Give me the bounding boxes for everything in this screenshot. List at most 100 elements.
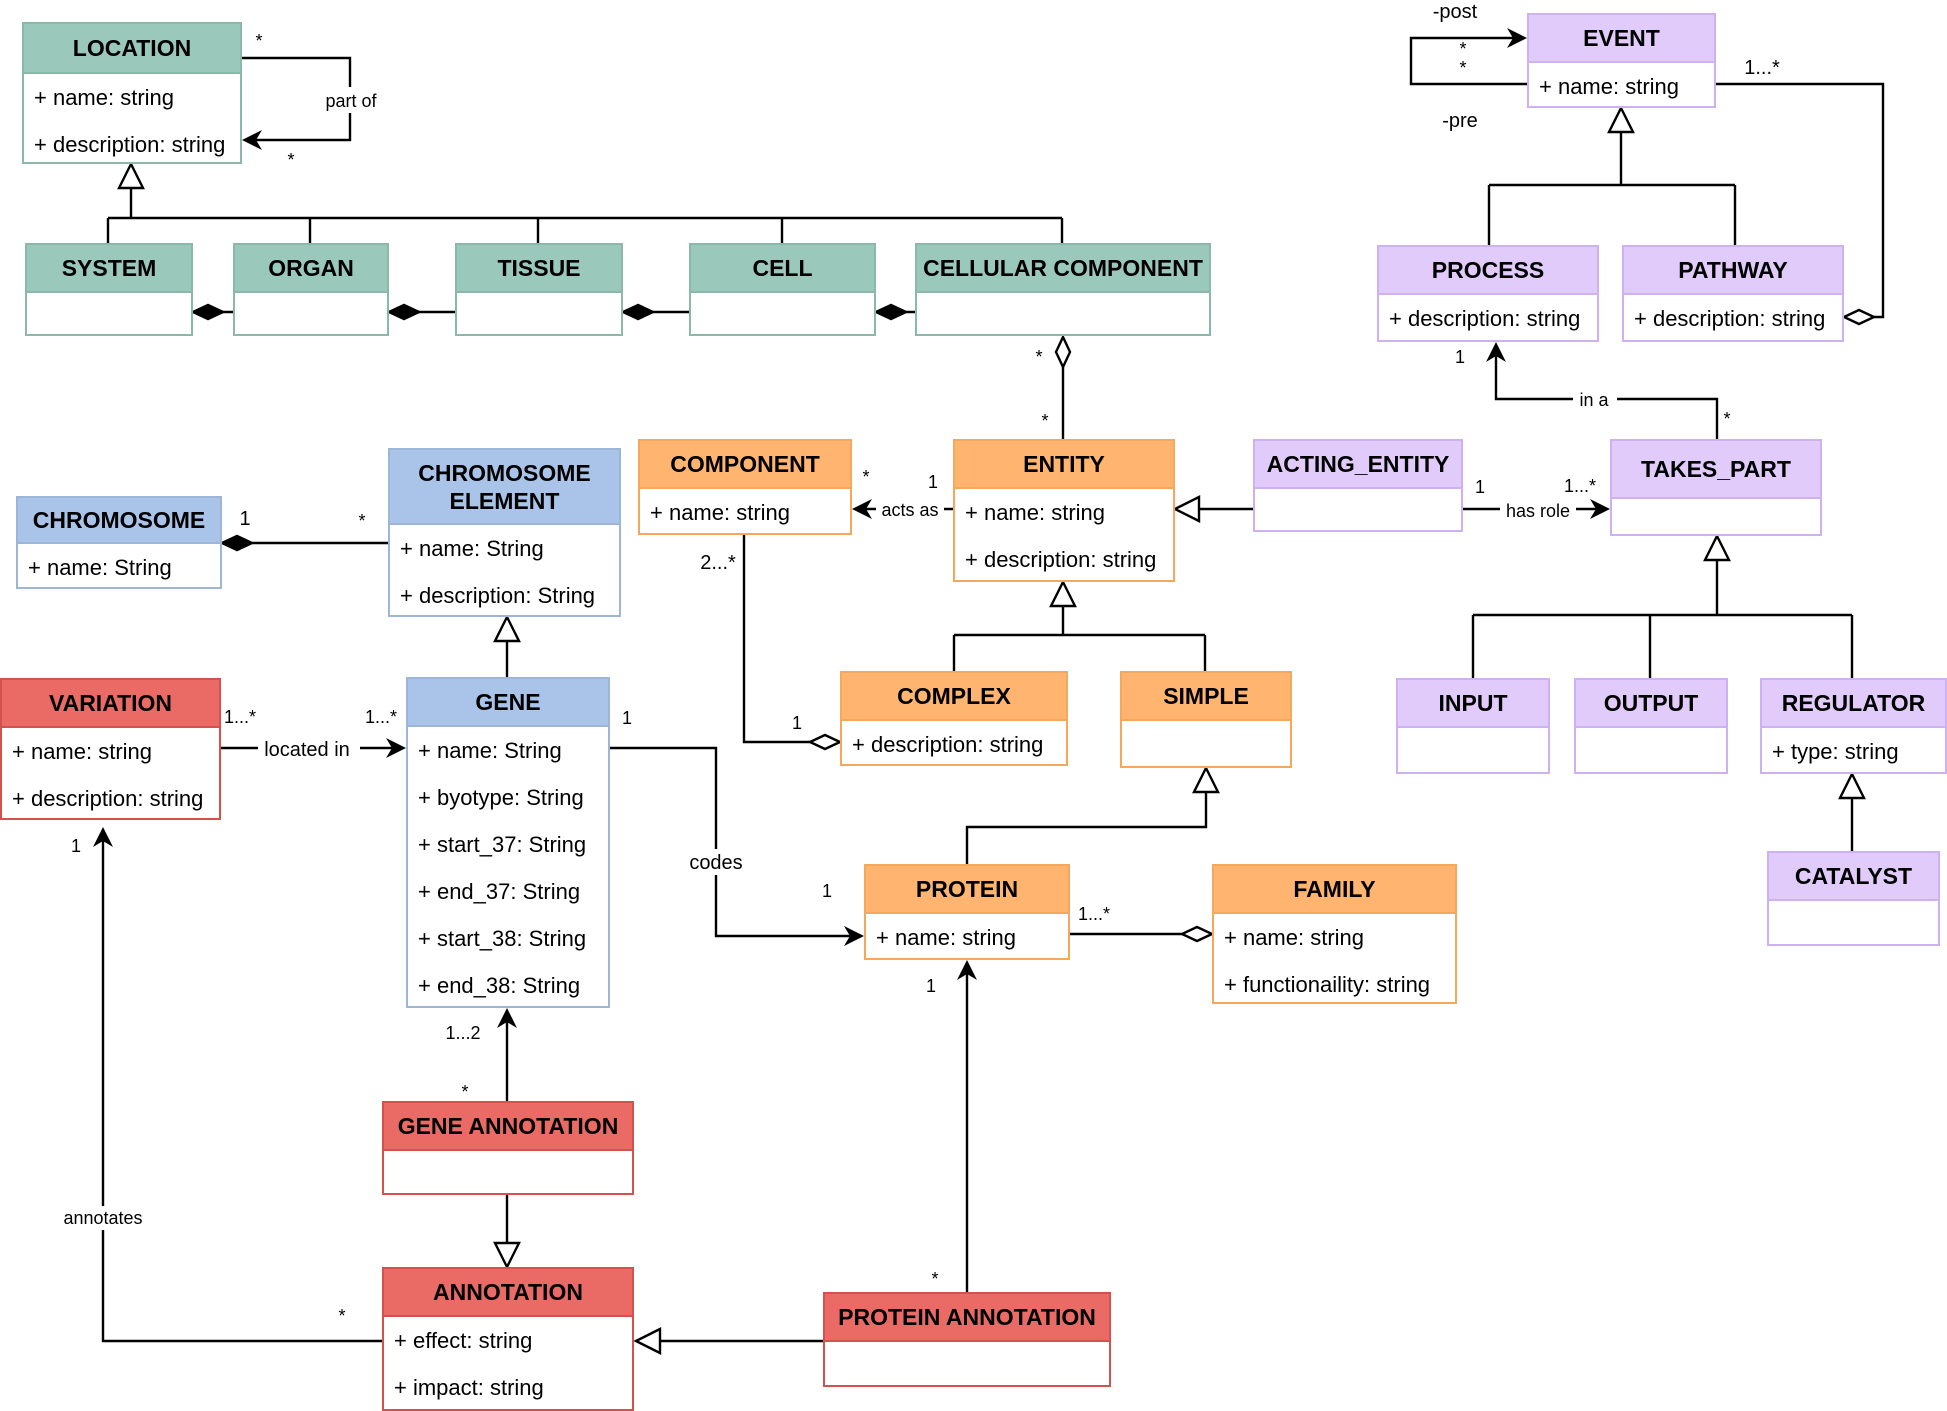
class-regulator: REGULATOR+ type: string	[1760, 678, 1947, 774]
class-simple: SIMPLE	[1120, 671, 1292, 768]
class-name: REGULATOR	[1762, 680, 1945, 728]
class-output: OUTPUT	[1574, 678, 1728, 774]
class-gene-annotation: GENE ANNOTATION	[382, 1101, 634, 1195]
class-protein-annotation: PROTEIN ANNOTATION	[823, 1292, 1111, 1387]
class-name: CATALYST	[1769, 853, 1938, 901]
relation-label: 1	[71, 836, 81, 856]
relation-label: in a	[1579, 390, 1609, 410]
class-cell: CELL	[689, 243, 876, 336]
class-name: PATHWAY	[1624, 247, 1842, 295]
class-attribute: + name: string	[1224, 925, 1365, 950]
arrowhead	[386, 738, 406, 758]
class-attribute: + start_38: String	[418, 926, 587, 951]
class-name: ENTITY	[955, 441, 1173, 489]
class-name: PROCESS	[1379, 247, 1597, 295]
class-attribute: + impact: string	[394, 1375, 544, 1400]
class-attribute: + end_38: String	[418, 973, 581, 998]
class-organ: ORGAN	[233, 243, 389, 336]
class-attribute: + start_37: String	[418, 832, 587, 857]
class-name: TAKES_PART	[1612, 441, 1820, 499]
relation-label: -pre	[1442, 110, 1478, 132]
relation-label: annotates	[63, 1208, 142, 1228]
class-attribute: + name: string	[650, 500, 791, 525]
class-name: FAMILY	[1214, 866, 1455, 914]
class-complex: COMPLEX+ description: string	[840, 671, 1068, 766]
class-attribute: + name: string	[965, 500, 1106, 525]
relation-label: 1	[928, 472, 938, 492]
class-attribute: + description: string	[965, 547, 1157, 572]
arrowhead	[1486, 342, 1506, 362]
class-attribute: + name: String	[28, 555, 172, 580]
class-name: PROTEIN ANNOTATION	[825, 1294, 1109, 1342]
relation-label: *	[1459, 58, 1466, 78]
class-attribute: + name: string	[34, 85, 175, 110]
relation-label: *	[1723, 409, 1730, 429]
class-name: CELLULAR COMPONENT	[917, 245, 1209, 293]
arrowhead	[852, 499, 872, 519]
aggregation-diamond	[1179, 925, 1215, 943]
aggregation-diamond	[807, 733, 843, 751]
composition-diamond	[620, 303, 656, 321]
relation-label: *	[931, 1269, 938, 1289]
arrowhead	[957, 960, 977, 980]
relation-label: *	[338, 1306, 345, 1326]
class-pathway: PATHWAY+ description: string	[1622, 245, 1844, 342]
class-attribute: + name: String	[418, 738, 562, 763]
generalization-arrowhead	[493, 1241, 521, 1270]
class-name: EVENT	[1529, 15, 1714, 63]
generalization-arrowhead	[1172, 495, 1201, 523]
class-name: ANNOTATION	[384, 1269, 632, 1317]
generalization-arrowhead	[1049, 579, 1077, 608]
class-event: EVENT + name: string	[1527, 13, 1716, 108]
class-attribute: + description: string	[1389, 306, 1581, 331]
class-name: SYSTEM	[27, 245, 191, 293]
class-attribute: + byotype: String	[418, 785, 584, 810]
annotation-variation-line	[101, 835, 382, 1343]
relation-label: 1	[622, 708, 632, 728]
relation-label: -post	[1433, 1, 1478, 23]
arrowhead	[93, 827, 113, 847]
class-entity: ENTITY + name: string + description: strin…	[953, 439, 1175, 582]
relation-label: 1	[822, 881, 832, 901]
relation-label: *	[1035, 347, 1042, 367]
relation-label: 1...*	[1078, 904, 1110, 924]
relation-label: codes	[689, 852, 742, 874]
aggregation-diamond	[1054, 334, 1072, 370]
class-cellular-component: CELLULAR COMPONENT	[915, 243, 1211, 336]
class-input: INPUT	[1396, 678, 1550, 774]
class-name: PROTEIN	[866, 866, 1068, 914]
location-specializations-line	[106, 188, 1064, 243]
class-attribute: + end_37: String	[418, 879, 581, 904]
class-attribute: + name: string	[1539, 74, 1680, 99]
class-name: OUTPUT	[1576, 680, 1726, 728]
relation-label: acts as	[881, 500, 938, 520]
class-tissue: TISSUE	[455, 243, 623, 336]
class-attribute: + description: string	[12, 786, 204, 811]
composition-diamond	[386, 303, 422, 321]
relation-label: located in	[264, 739, 350, 761]
relation-label: *	[862, 467, 869, 487]
relation-label: 1	[926, 976, 936, 996]
class-name: CELL	[691, 245, 874, 293]
class-catalyst: CATALYST	[1767, 851, 1940, 946]
class-process: PROCESS + description: string	[1377, 245, 1599, 342]
class-name: CHROMOSOME ELEMENT	[390, 450, 619, 525]
composition-diamond	[190, 303, 226, 321]
class-name: ORGAN	[235, 245, 387, 293]
relation-label: part of	[325, 91, 377, 111]
class-name: INPUT	[1398, 680, 1548, 728]
aggregation-diamond	[1841, 308, 1877, 326]
generalization-arrowhead	[1192, 765, 1220, 794]
class-acting-entity: ACTING_ENTITY	[1253, 439, 1463, 532]
class-protein: PROTEIN+ name: string	[864, 864, 1070, 960]
class-chromosome-element: CHROMOSOME ELEMENT+ name: String+ descri…	[388, 448, 621, 617]
relation-label: 1...2	[445, 1023, 480, 1043]
class-system: SYSTEM	[25, 243, 193, 336]
component-complex-line	[742, 535, 811, 744]
class-attribute: + functionaility: string	[1224, 972, 1431, 997]
relation-label: 1	[792, 713, 802, 733]
relation-label: *	[358, 511, 365, 531]
relation-label: 1...*	[1564, 476, 1596, 496]
generalization-arrowhead	[493, 614, 521, 643]
